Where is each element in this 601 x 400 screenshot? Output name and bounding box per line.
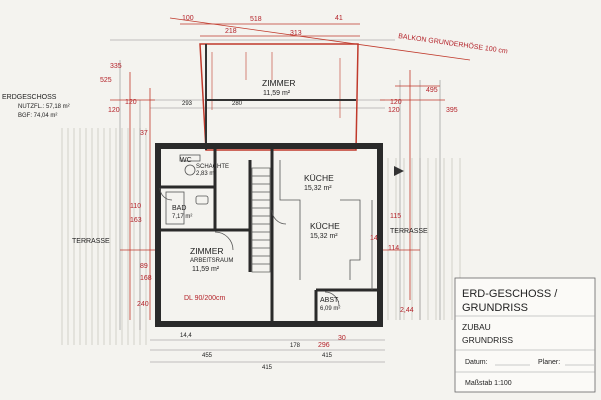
room-kueche-a-area: 15,32 m² [304, 185, 332, 192]
dim-left-3: 37 [140, 130, 148, 137]
doors [159, 187, 340, 307]
dim-left-0: 525 [100, 77, 112, 84]
dim-left-4: 110 [130, 203, 141, 210]
dim-top-8: 120 [390, 99, 402, 106]
title-line-2: GRUNDRISS [462, 302, 528, 314]
room-abst-name: ABST. [320, 297, 340, 304]
dim-left-1: 335 [110, 63, 122, 70]
dim-top-1: 518 [250, 16, 262, 23]
title-block [454, 277, 596, 393]
balcony [199, 43, 359, 151]
dim-top-5: 293 [182, 101, 193, 107]
dim-right-2: 120 [388, 107, 400, 114]
scale-label: Maßstab 1:100 [465, 380, 512, 387]
dim-left-6: 89 [140, 263, 148, 270]
date-label: Datum: [465, 359, 488, 366]
red-construction-lines [110, 17, 471, 320]
dim-bottom-4: 296 [318, 342, 330, 349]
title-line-3: ZUBAU [462, 322, 491, 332]
dim-top-2: 41 [335, 15, 343, 22]
dim-left-7: 168 [140, 275, 152, 282]
room-zimmer-arb-sub: ARBEITSRAUM [190, 258, 233, 264]
kitchen-counters [279, 160, 373, 290]
dim-right-1: 395 [446, 107, 458, 114]
dim-left-2: 120 [108, 107, 120, 114]
bathroom-fixtures [165, 154, 209, 225]
dim-bottom-3: 178 [290, 343, 301, 349]
building-walls [155, 143, 383, 327]
dim-top-6: 280 [232, 101, 243, 107]
summary-net-area: NUTZFL.: 57,18 m² [18, 104, 70, 110]
dim-left-8: 240 [137, 301, 149, 308]
dim-top-3: 218 [225, 28, 237, 35]
dim-right-3: 115 [390, 213, 401, 220]
planner-label: Planer: [538, 359, 560, 366]
dim-top-4: 313 [290, 30, 302, 37]
summary-gross-area: BGF: 74,04 m² [18, 113, 57, 119]
dim-bottom-0: 14,4 [180, 333, 192, 339]
interior-walls [158, 146, 380, 324]
title-line-1: ERD-GESCHOSS / [462, 288, 558, 300]
zimmer-top-walls [205, 44, 356, 150]
terrace-right-label: TERRASSE [390, 228, 428, 235]
dim-top-0: 100 [182, 15, 194, 22]
dim-right-4: 14 [370, 235, 378, 242]
room-wc-area: 2,83 m² [196, 171, 216, 177]
dim-right-6: 2,44 [400, 307, 414, 314]
terrace-left-label: TERRASSE [72, 238, 110, 245]
room-kueche-a-name: KÜCHE [304, 173, 334, 183]
summary-floor: ERDGESCHOSS [2, 94, 57, 101]
dim-bottom-5: 415 [262, 365, 273, 371]
dim-left-5: 163 [130, 217, 142, 224]
window-note: DL 90/200cm [184, 295, 226, 302]
room-abst-area: 6,09 m² [320, 306, 340, 312]
dim-bottom-6: 30 [338, 335, 346, 342]
room-bad-name: BAD [172, 205, 186, 212]
direction-marker [394, 166, 404, 176]
dim-top-7: 120 [125, 99, 137, 106]
staircase [251, 167, 271, 273]
room-kueche-b-name: KÜCHE [310, 221, 340, 231]
dim-right-0: 495 [426, 87, 438, 94]
room-wc-name: WC [180, 157, 192, 164]
room-zimmer-top-area: 11,59 m² [263, 90, 291, 97]
title-line-4: GRUNDRISS [462, 335, 513, 345]
dim-bottom-1: 455 [202, 353, 213, 359]
room-wc-sub: SCHACHTE [196, 164, 229, 170]
room-zimmer-arb-name: ZIMMER [190, 246, 224, 256]
room-bad-area: 7,17 m² [172, 214, 192, 220]
room-zimmer-arb-area: 11,59 m² [192, 266, 220, 273]
dim-bottom-2: 415 [322, 353, 333, 359]
room-kueche-b-area: 15,32 m² [310, 233, 338, 240]
room-zimmer-top-name: ZIMMER [262, 78, 296, 88]
dim-right-5: 114 [388, 245, 399, 252]
